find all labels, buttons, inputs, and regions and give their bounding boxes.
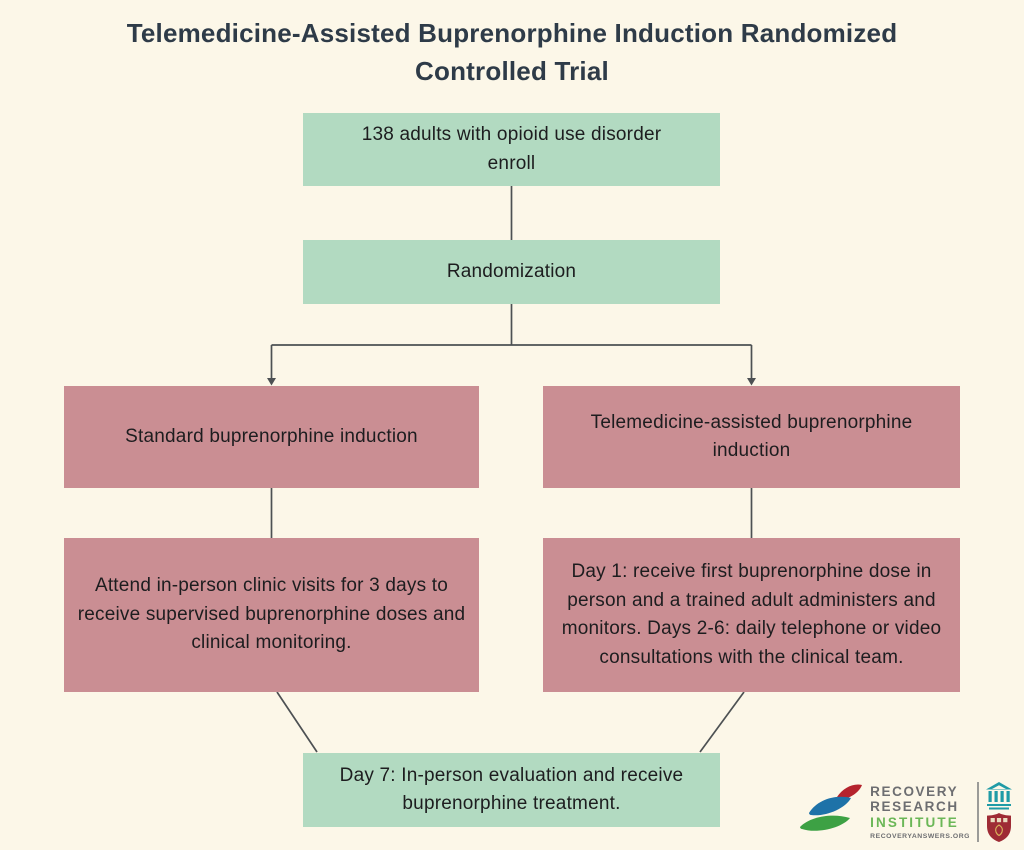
temple-icon xyxy=(986,782,1012,810)
rri-wordmark: RECOVERY RESEARCH INSTITUTE RECOVERYANSW… xyxy=(870,784,970,841)
box-telemedicine-arm: Telemedicine-assisted buprenorphine indu… xyxy=(543,386,960,488)
logo-crests xyxy=(986,782,1012,842)
box-enroll: 138 adults with opioid use disorder enro… xyxy=(303,113,720,186)
page-title-line1: Telemedicine-Assisted Buprenorphine Indu… xyxy=(126,18,898,48)
rri-leaf-icon xyxy=(800,784,863,831)
box-standard-arm: Standard buprenorphine induction xyxy=(64,386,479,488)
arrowhead-right xyxy=(747,378,756,386)
box-enroll-text: 138 adults with opioid use disorder enro… xyxy=(361,124,662,174)
rri-website: RECOVERYANSWERS.ORG xyxy=(870,833,970,841)
rri-wordmark-research: RESEARCH xyxy=(870,799,959,815)
box-telemedicine-detail-text: Day 1: receive first buprenorphine dose … xyxy=(561,561,942,668)
box-standard-detail-text: Attend in-person clinic visits for 3 day… xyxy=(77,575,466,654)
box-telemedicine-arm-text: Telemedicine-assisted buprenorphine indu… xyxy=(590,411,913,462)
box-outcome: Day 7: In-person evaluation and receive … xyxy=(303,753,720,827)
arrowhead-left xyxy=(267,378,276,386)
box-telemedicine-detail: Day 1: receive first buprenorphine dose … xyxy=(543,538,960,692)
logo-divider xyxy=(977,782,979,842)
rri-wordmark-institute: INSTITUTE xyxy=(870,814,959,830)
box-standard-detail: Attend in-person clinic visits for 3 day… xyxy=(64,538,479,692)
box-outcome-text: Day 7: In-person evaluation and receive … xyxy=(339,764,684,815)
page-title-line2: Controlled Trial xyxy=(415,56,609,86)
rri-logo: RECOVERY RESEARCH INSTITUTE RECOVERYANSW… xyxy=(799,782,1012,842)
box-standard-arm-text: Standard buprenorphine induction xyxy=(125,425,418,447)
rri-wordmark-recovery: RECOVERY xyxy=(870,783,959,799)
box-randomization-text: Randomization xyxy=(446,260,577,282)
page-title: Telemedicine-Assisted Buprenorphine Indu… xyxy=(0,14,1024,90)
box-randomization: Randomization xyxy=(303,240,720,304)
shield-icon xyxy=(987,813,1011,842)
